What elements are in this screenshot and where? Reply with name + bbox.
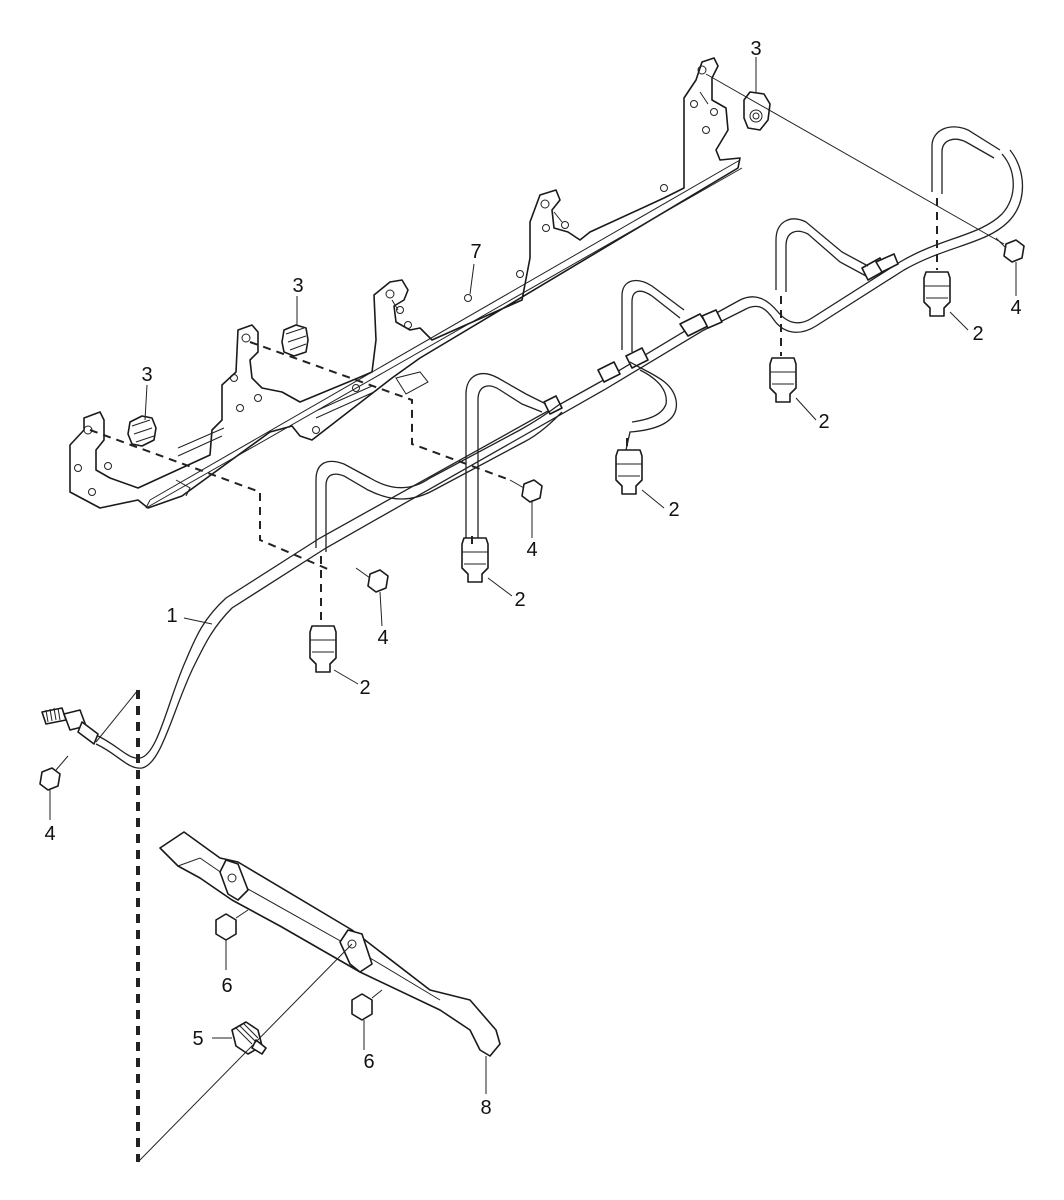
branch-line-1 [315,403,563,552]
callout-4-b: 4 [526,539,537,561]
bolt-part-6-a [215,909,249,941]
callout-6-a: 6 [221,975,232,997]
callout-2-nozzle-2: 2 [514,589,525,611]
branch-line-3 [621,279,685,451]
callouts: 1 2 2 2 2 2 2 3 3 3 4 4 4 4 5 6 6 7 8 [44,38,1021,1119]
bolt-part-4-d [39,755,69,791]
injector-nozzle-5 [923,271,951,317]
bolt-part-4-b [509,479,543,503]
upper-bracket [69,57,743,509]
injector-nozzle-2 [461,537,489,583]
callout-4-a: 4 [377,627,388,649]
clip-part-3-middle [281,324,309,357]
bolt-part-6-b [351,989,383,1021]
clip-part-3-left [127,415,157,447]
callout-6-b: 6 [363,1051,374,1073]
callout-3-middle: 3 [292,275,303,297]
callout-2-nozzle-4: 2 [818,411,829,433]
callout-4-c: 4 [1010,297,1021,319]
injector-nozzle-3 [615,449,643,495]
branch-line-5 [931,126,1001,194]
lower-bracket [159,831,501,1057]
stud-part-5 [231,1021,267,1055]
callout-5: 5 [192,1028,203,1050]
branch-line-2 [465,373,547,540]
injector-nozzle-1 [309,625,337,673]
fuel-line-main [95,149,1024,769]
bolt-part-4-a [355,567,389,593]
callout-7: 7 [470,241,481,263]
callout-2-nozzle-1: 2 [359,677,370,699]
bolt-part-4-c [995,237,1025,263]
callout-leaders [49,57,1017,1094]
callout-2-nozzle-5: 2 [972,323,983,345]
clip-part-3-right [743,91,771,131]
callout-2-nozzle-3: 2 [668,499,679,521]
callout-1: 1 [166,605,177,627]
callout-3-right: 3 [750,38,761,60]
callout-3-left: 3 [141,364,152,386]
inlet-fitting [41,707,99,745]
injector-nozzle-4 [769,357,797,403]
callout-8: 8 [480,1097,491,1119]
branch-line-4 [775,218,869,292]
callout-4-d: 4 [44,823,55,845]
